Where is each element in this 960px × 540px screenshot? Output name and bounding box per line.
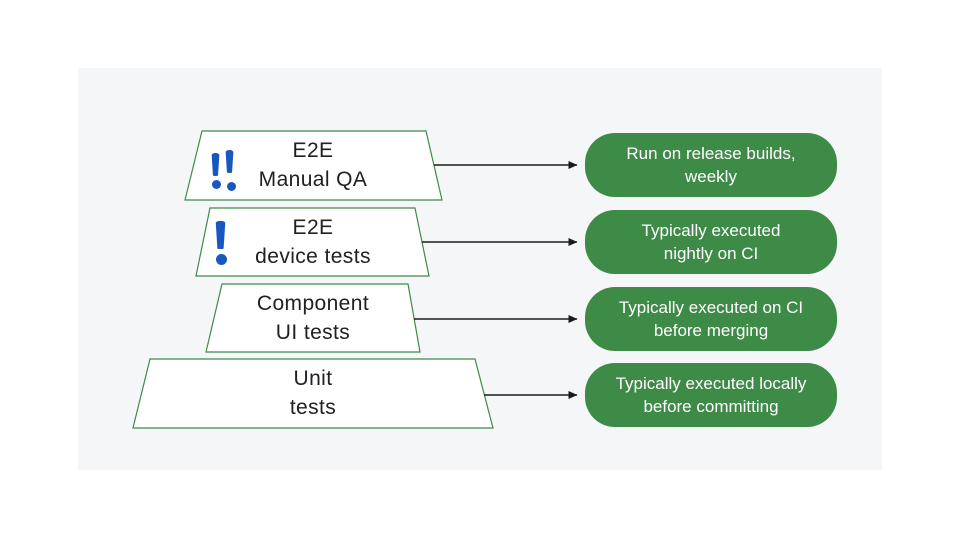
- exclamation-bar: [215, 221, 226, 249]
- annotation-pill-e2e-device-tests: Typically executed nightly on CI: [585, 210, 837, 274]
- exclamation-bar: [225, 150, 234, 173]
- exclamation-dot: [216, 254, 227, 265]
- level-label-e2e-device-tests: E2E device tests: [255, 216, 371, 268]
- exclamation-bar: [211, 153, 220, 176]
- annotation-pill-component-ui-tests: Typically executed on CI before merging: [585, 287, 837, 351]
- double-exclamation-icon: [209, 148, 243, 194]
- exclamation-dot: [212, 180, 221, 189]
- exclamation-icon: [214, 220, 230, 268]
- annotation-pill-e2e-manual-qa: Run on release builds, weekly: [585, 133, 837, 197]
- level-label-unit-tests: Unit tests: [289, 367, 337, 419]
- annotation-pill-unit-tests: Typically executed locally before commit…: [585, 363, 837, 427]
- exclamation-dot: [227, 182, 236, 191]
- level-label-component-ui-tests: Component UI tests: [256, 292, 370, 344]
- level-label-e2e-manual-qa: E2E Manual QA: [258, 139, 368, 191]
